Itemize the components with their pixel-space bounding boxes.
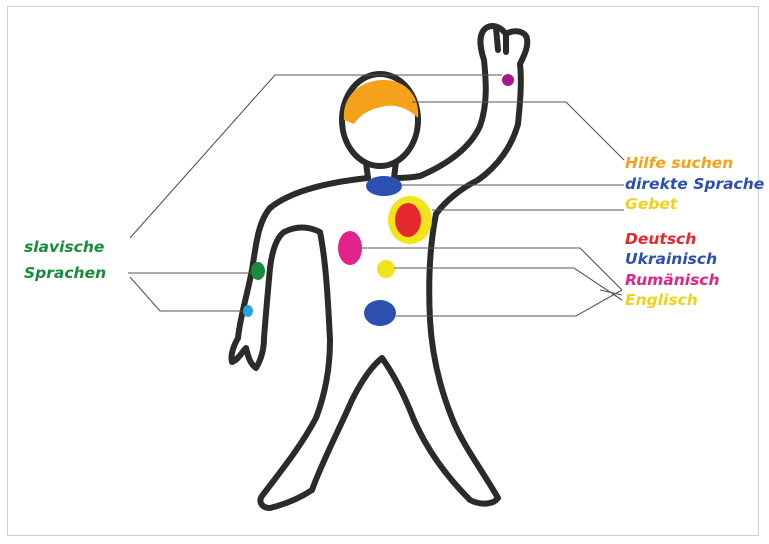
connector-slavic-hand [130,75,502,238]
heart-red-mark [395,203,421,237]
neck-blue-mark [366,176,402,196]
label-rumaenisch: Rumänisch [625,270,764,291]
left-label-group: slavische Sprachen [24,234,106,286]
label-direkte-sprache: direkte Sprache [625,174,764,195]
label-hilfe-suchen: Hilfe suchen [625,153,764,174]
label-deutsch: Deutsch [625,229,764,250]
hand-purple-mark [502,74,514,86]
connector-lines [128,75,624,316]
belly-yellow-mark [377,260,395,278]
left-wrist-blue-mark [243,305,253,317]
left-arm-green-mark [251,262,265,280]
connector-deutsch [362,248,622,290]
label-englisch: Englisch [625,290,764,311]
label-ukrainisch: Ukrainisch [625,249,764,270]
label-gebet: Gebet [625,194,764,215]
label-sprachen: Sprachen [24,260,106,286]
right-label-group: Hilfe suchen direkte Sprache Gebet Deuts… [625,153,764,311]
finger-line-2 [496,28,498,50]
connector-rumaenisch [600,290,622,295]
connector-slavic-wrist [130,277,242,311]
chest-pink-mark [338,231,362,265]
belly-blue-mark [364,300,396,326]
label-slavische: slavische [24,234,106,260]
